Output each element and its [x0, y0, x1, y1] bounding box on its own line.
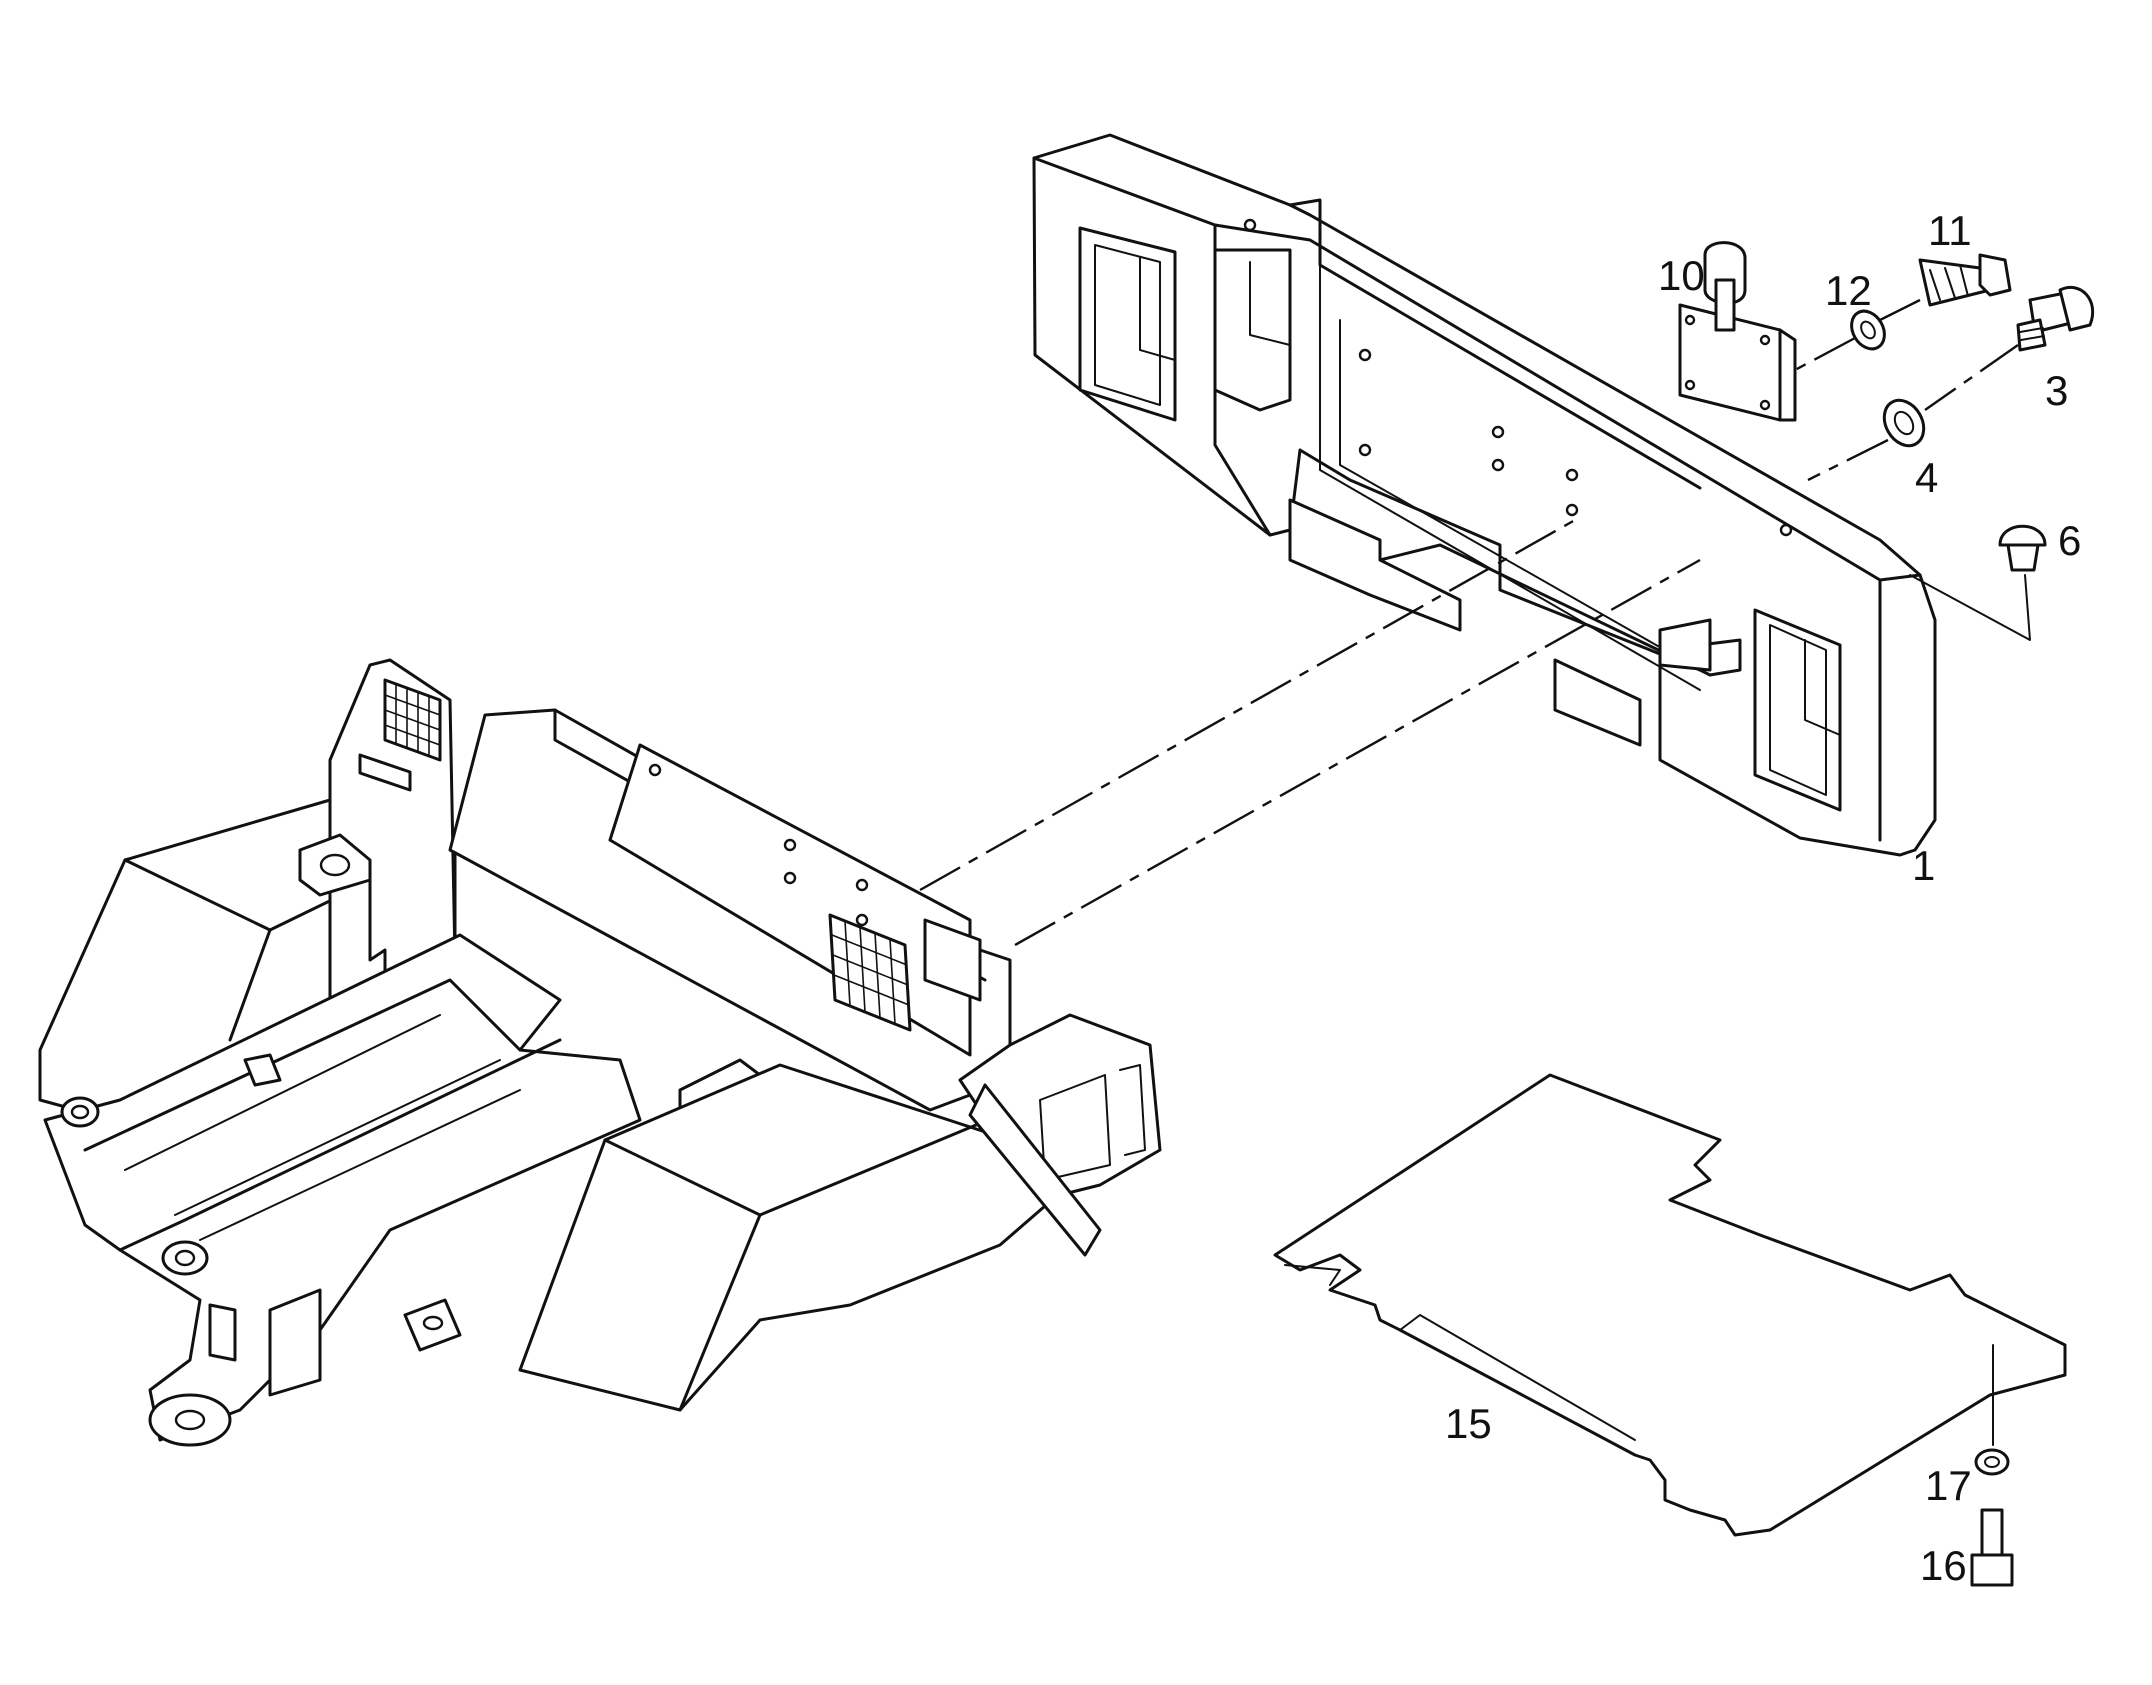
right-grille: [828, 913, 912, 1032]
explode-line-4-1: [1807, 438, 1889, 482]
lock-bracket-part-10: [1678, 241, 1797, 422]
callout-17: 17: [1925, 1462, 1972, 1509]
explode-line-frame-lower: [1014, 558, 1701, 947]
floor-plate-part-15: [1273, 1073, 2067, 1537]
leader-line-6: [1909, 574, 2031, 641]
explode-line-12-10: [1794, 336, 1856, 372]
callout-4: 4: [1915, 454, 1938, 501]
callout-11: 11: [1928, 207, 1972, 254]
counterweight-part-1: [1032, 133, 1937, 857]
washer-part-4: [1882, 398, 1926, 448]
callout-3: 3: [2045, 367, 2068, 414]
washer-part-12: [1850, 309, 1886, 351]
plug-part-6: [1998, 524, 2047, 572]
callout-15: 15: [1445, 1400, 1492, 1447]
pin-part-3: [2016, 286, 2095, 352]
callout-6: 6: [2058, 517, 2081, 564]
left-grille: [383, 678, 442, 762]
main-frame: [38, 658, 1162, 1447]
callout-12: 12: [1825, 267, 1872, 314]
explode-line-11-12: [1879, 298, 1921, 322]
washer-part-17: [1974, 1448, 2010, 1476]
callout-16: 16: [1920, 1542, 1967, 1589]
callout-1: 1: [1912, 842, 1935, 889]
bolt-part-16: [1970, 1508, 2014, 1587]
bolt-part-11: [1918, 253, 2012, 307]
explode-line-3-4: [1924, 344, 2019, 411]
callout-10: 10: [1658, 252, 1705, 299]
explode-line-frame-upper: [919, 518, 1576, 892]
